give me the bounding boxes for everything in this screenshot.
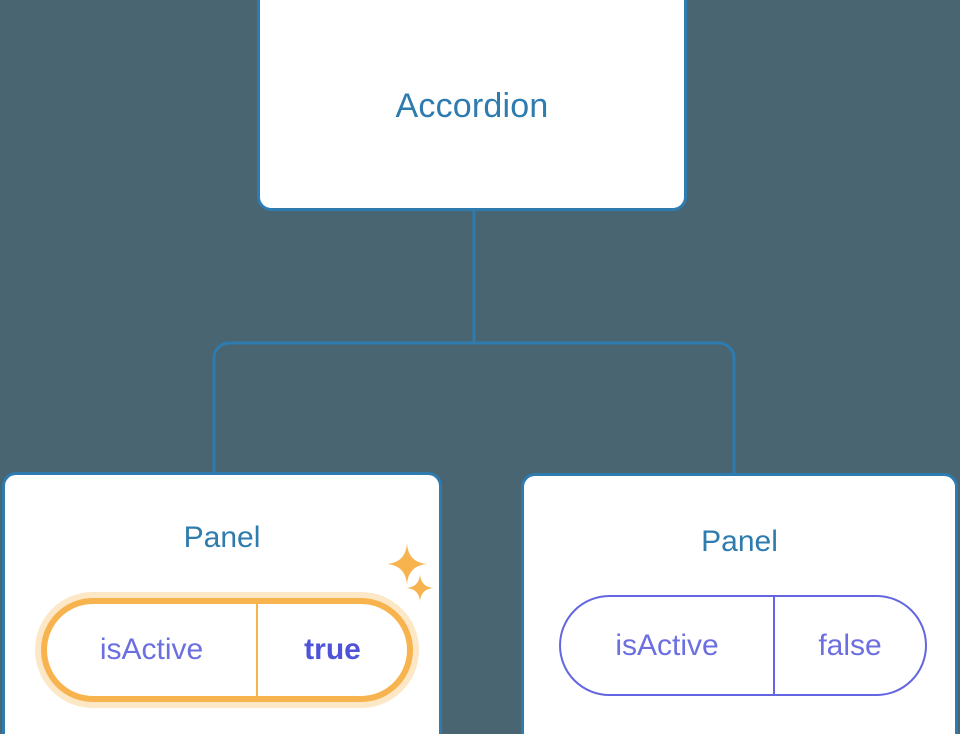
prop-pill-isactive-true[interactable]: isActive true [41,598,413,702]
prop-divider [773,597,775,694]
prop-divider [256,604,258,696]
node-panel-inactive[interactable]: Panel isActive false [521,473,958,734]
connector-bus-right [474,341,736,474]
prop-pill-isactive-false[interactable]: isActive false [559,595,927,696]
node-panel-active[interactable]: Panel isActive true [2,472,442,734]
node-accordion-title: Accordion [395,87,549,125]
prop-key: isActive [615,628,719,662]
connector-bus-left [212,341,474,473]
prop-value: true [304,633,361,666]
node-panel-active-title: Panel [183,521,261,554]
node-panel-inactive-title: Panel [701,525,778,558]
prop-key: isActive [99,633,204,666]
prop-value: false [818,628,882,662]
node-accordion[interactable]: Accordion [257,0,687,211]
